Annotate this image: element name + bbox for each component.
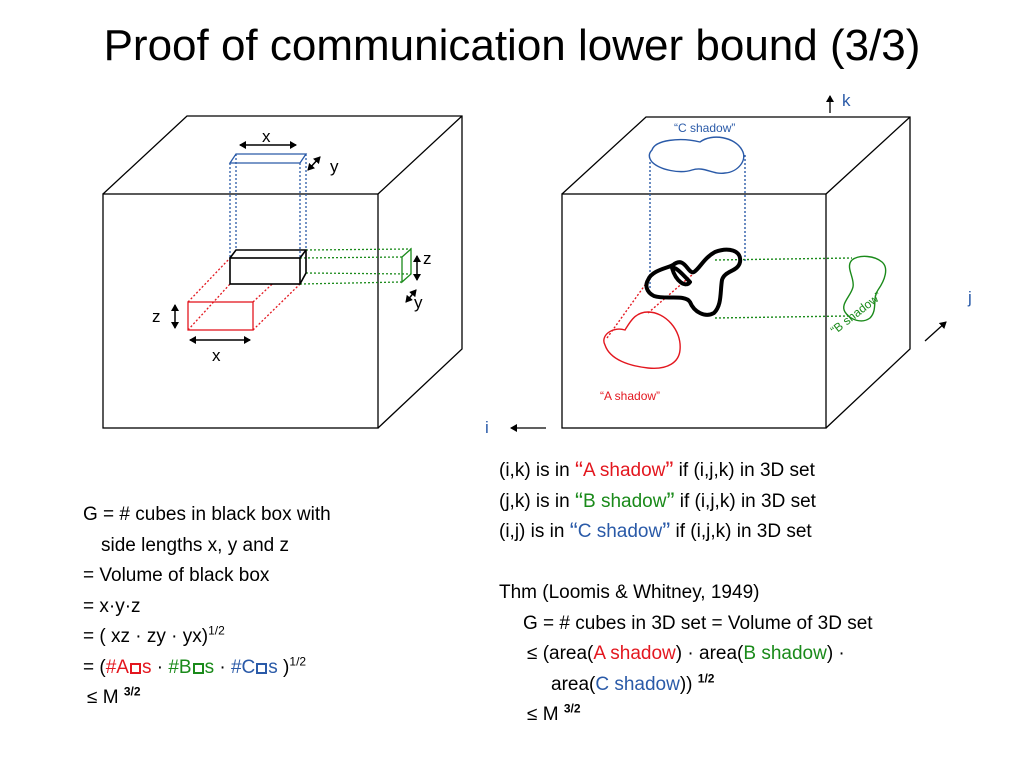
ineq-line-1: ≤ (area(A shadow) · area(B shadow) · xyxy=(527,643,845,664)
a-shadow-label: “A shadow” xyxy=(600,389,661,403)
g-line: G = # cubes in 3D set = Volume of 3D set xyxy=(523,612,873,634)
c-shadow-label: “C shadow” xyxy=(674,121,736,135)
square-glyph xyxy=(192,662,204,674)
thm-line: Thm (Loomis & Whitney, 1949) xyxy=(499,582,760,603)
right-line-3: (i,j) is in “C shadow” if (i,j,k) in 3D … xyxy=(499,518,812,545)
left-line-4: = x·y·z xyxy=(83,595,141,617)
square-glyph xyxy=(129,662,141,674)
label-z-right: z xyxy=(423,249,432,268)
b-shadow-blob xyxy=(714,255,887,322)
label-x-top: x xyxy=(262,127,271,146)
axis-j-label: j xyxy=(968,288,972,307)
ineq-line-2: area(C shadow)) 1/2 xyxy=(551,671,715,695)
spacer xyxy=(499,548,873,579)
ineq-line-3: ≤ M 3/2 xyxy=(527,701,581,725)
axis-i-label: i xyxy=(485,418,489,437)
c-shadow-blob xyxy=(648,136,746,290)
left-line-2: side lengths x, y and z xyxy=(101,534,289,556)
left-line-3: = Volume of black box xyxy=(83,565,270,586)
square-glyph xyxy=(256,662,268,674)
black-set-blob xyxy=(644,247,743,317)
right-cube xyxy=(561,116,911,429)
label-y-right: y xyxy=(414,293,423,312)
left-derivation: G = # cubes in black box with side lengt… xyxy=(83,500,331,714)
slide-title: Proof of communication lower bound (3/3) xyxy=(103,21,921,70)
left-b-shadow xyxy=(299,247,412,285)
right-line-1: (i,k) is in “A shadow” if (i,j,k) in 3D … xyxy=(499,457,815,484)
left-line-7: ≤ M 3/2 xyxy=(87,684,141,708)
axis-k-label: k xyxy=(842,91,851,110)
left-c-shadow xyxy=(228,153,308,258)
label-x-bottom: x xyxy=(212,346,221,365)
left-line-5: = ( xz · zy · yx)1/2 xyxy=(83,623,225,647)
right-derivation: (i,k) is in “A shadow” if (i,j,k) in 3D … xyxy=(499,456,873,731)
left-cube xyxy=(102,115,463,429)
black-box xyxy=(229,249,307,285)
a-shadow-blob xyxy=(603,267,701,369)
right-line-2: (j,k) is in “B shadow” if (i,j,k) in 3D … xyxy=(499,487,816,515)
label-z-left: z xyxy=(152,307,161,326)
left-line-1: G = # cubes in black box with xyxy=(83,504,331,525)
label-y-top: y xyxy=(330,157,339,176)
